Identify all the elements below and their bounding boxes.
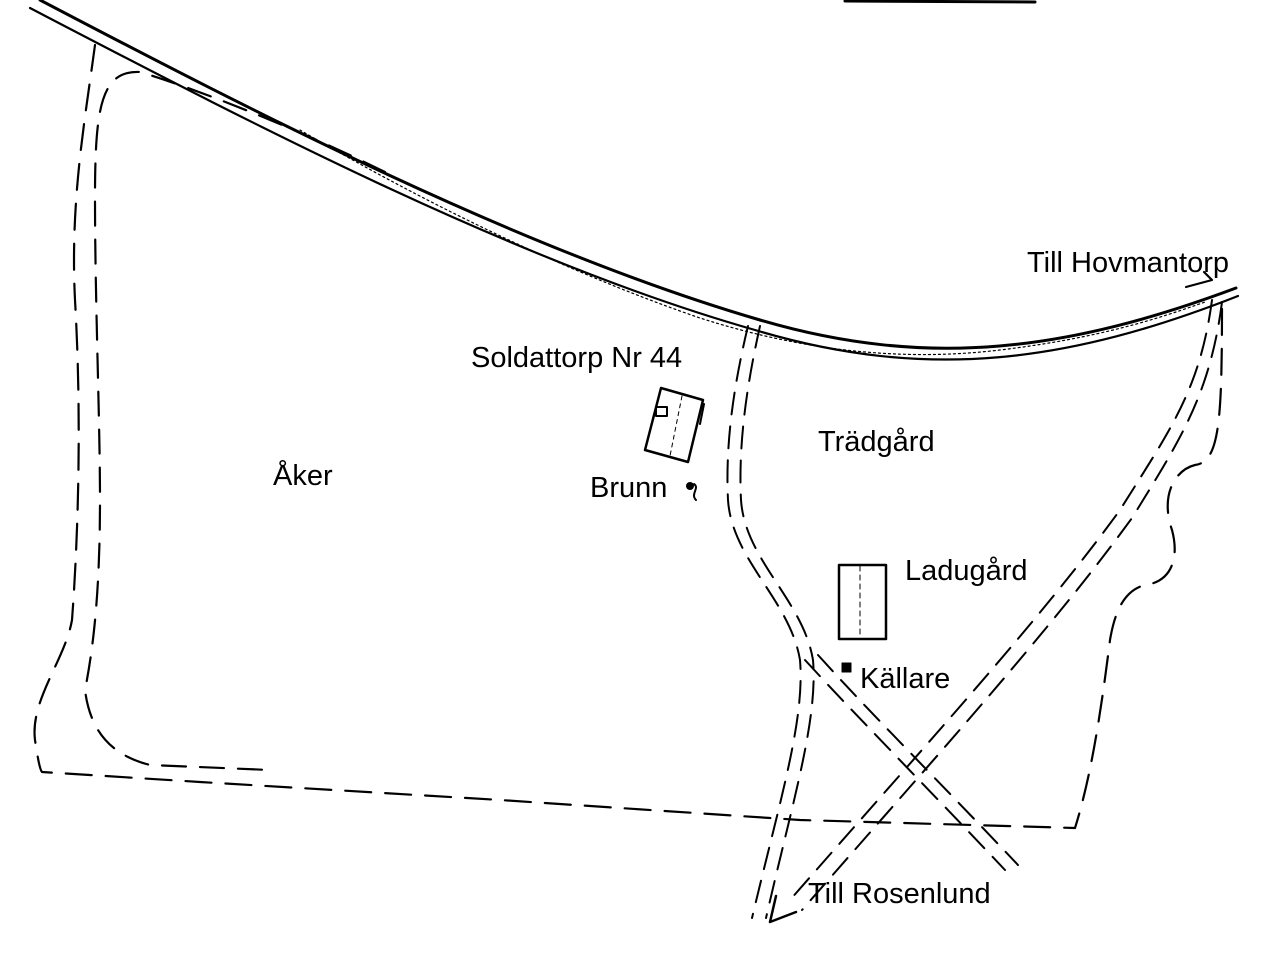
barn (837, 563, 888, 641)
label-soldattorp: Soldattorp Nr 44 (471, 342, 683, 374)
main-road-line-upper (38, 0, 1238, 350)
cellar (841, 662, 852, 673)
arrow-hovmantorp (1184, 270, 1214, 289)
label-till-rosenlund: Till Rosenlund (808, 878, 991, 910)
track-cross-b (817, 654, 1019, 866)
well-mark (693, 483, 697, 501)
farmhouse-steps (699, 403, 705, 425)
farmhouse (643, 386, 705, 464)
label-aker: Åker (273, 460, 333, 492)
main-road-line-lower (28, 6, 1240, 361)
top-edge-mark (843, 0, 1037, 4)
label-tradgard: Trädgård (818, 426, 935, 458)
field-boundary-outer (33, 43, 1224, 830)
track-west-a (726, 325, 802, 919)
track-west-b (739, 325, 815, 919)
arrow-rosenlund (768, 894, 798, 924)
field-boundary-inner (83, 70, 387, 772)
farmhouse-chimney (655, 406, 668, 417)
road-shading (299, 129, 1206, 356)
track-cross-a (804, 659, 1006, 871)
well (686, 482, 694, 490)
track-east-b (801, 301, 1223, 911)
label-brunn: Brunn (590, 472, 668, 504)
label-till-hovmantorp: Till Hovmantorp (1027, 247, 1229, 279)
label-kallare: Källare (860, 663, 951, 695)
farmhouse-ridge (669, 395, 683, 457)
label-ladugard: Ladugård (905, 555, 1028, 587)
track-east-a (789, 299, 1213, 901)
